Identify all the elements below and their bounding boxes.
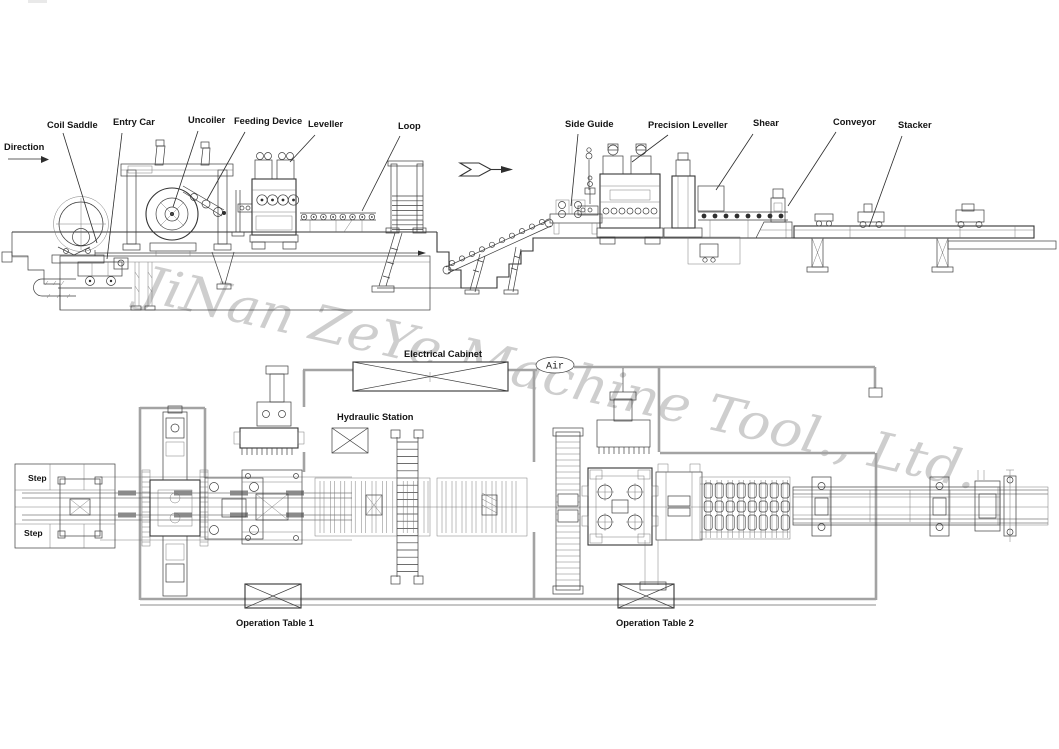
flow-arrow (457, 162, 513, 177)
svg-text:Uncoiler: Uncoiler (188, 115, 226, 125)
stacker-machine (793, 203, 1057, 273)
label-coil-saddle: Coil Saddle (47, 120, 98, 244)
leveller-plan (233, 365, 305, 545)
exit-conveyor-plan (699, 476, 791, 540)
label-stacker: Stacker (868, 120, 932, 228)
exit-conveyor (698, 188, 793, 239)
stacker-ticks (849, 226, 1016, 238)
exit-conveyor-rollers (701, 213, 784, 219)
ladder-walkway (390, 429, 424, 585)
operation-table-2: Operation Table 2 (616, 583, 694, 628)
incline-conveyor (442, 218, 554, 295)
svg-text:Leveller: Leveller (308, 119, 344, 129)
loop-tower-plates (392, 195, 423, 230)
walls (138, 365, 883, 606)
svg-text:Feeding Device: Feeding Device (234, 116, 302, 126)
label-leveller: Leveller (289, 119, 344, 163)
electrical-cabinet-label: Electrical Cabinet (404, 349, 482, 359)
rail-hatches (118, 490, 304, 518)
svg-text:Entry Car: Entry Car (113, 117, 155, 127)
entry-car-plan (59, 478, 101, 537)
svg-text:Side Guide: Side Guide (565, 119, 614, 129)
svg-text:Stacker: Stacker (898, 120, 932, 130)
operation-table-1-label: Operation Table 1 (236, 618, 314, 628)
loop-rollers (300, 213, 376, 221)
air-line: Air (535, 356, 624, 392)
label-loop: Loop (361, 121, 421, 212)
label-precision-leveller: Precision Leveller (631, 120, 728, 163)
stacker-plan (792, 469, 1049, 542)
loop-conveyor-plan (314, 477, 528, 537)
operation-table-2-label: Operation Table 2 (616, 618, 694, 628)
step-upper-label: Step (28, 473, 47, 483)
slat-section-exit (703, 480, 790, 538)
precision-leveller-rollers (602, 207, 658, 215)
direction-label: Direction (4, 142, 45, 152)
ladder-rungs (397, 441, 418, 572)
rail-table-edges (100, 476, 352, 541)
label-shear: Shear (715, 118, 779, 191)
plan-view: Electrical Cabinet Air Hydraulic Station… (14, 349, 1049, 628)
uncoiler-machine (120, 139, 234, 257)
hydraulic-station-label: Hydraulic Station (337, 412, 414, 422)
entry-car-machine (77, 257, 156, 311)
electrical-cabinet: Electrical Cabinet (352, 349, 509, 392)
uncoiler-comb-ticks (142, 471, 208, 543)
precision-leveller-machine (577, 143, 664, 245)
label-side-guide: Side Guide (565, 119, 614, 207)
direction-arrow-icon (41, 156, 49, 163)
svg-text:Conveyor: Conveyor (833, 117, 876, 127)
precision-drive-teeth (598, 447, 650, 454)
coil-car-plan (204, 477, 264, 540)
shear-plan (639, 463, 703, 591)
label-entry-car: Entry Car (106, 117, 155, 260)
loop-conveyor (300, 160, 427, 293)
step-lower-label: Step (24, 528, 43, 538)
svg-text:Coil Saddle: Coil Saddle (47, 120, 98, 130)
leveller-rollers (256, 194, 300, 206)
label-uncoiler: Uncoiler (172, 115, 226, 208)
label-conveyor: Conveyor (787, 117, 876, 207)
direction-indicator: Direction (4, 142, 49, 163)
incline-rollers (449, 219, 545, 266)
side-guide-machine (549, 175, 603, 235)
feeding-device-machine (182, 185, 245, 290)
slat-section-1 (319, 481, 429, 533)
leveller-machine (237, 152, 300, 250)
scan-artifact (28, 0, 47, 3)
operation-table-1: Operation Table 1 (236, 583, 314, 628)
svg-text:Loop: Loop (398, 121, 421, 131)
svg-text:Shear: Shear (753, 118, 779, 128)
svg-text:Precision Leveller: Precision Leveller (648, 120, 728, 130)
precision-leveller-plan (581, 391, 659, 546)
leveller-drive-teeth (241, 448, 293, 455)
uncoiler-plan (141, 405, 209, 597)
side-guide-shear-plan (552, 427, 584, 595)
step-platform: Step Step (14, 463, 116, 549)
top-view-labels: Coil Saddle Entry Car Uncoiler Feeding D… (47, 115, 932, 260)
stacker-plan-ticks (829, 490, 951, 522)
entry-rails (22, 476, 352, 540)
label-feeding-device: Feeding Device (206, 116, 302, 201)
shear-machine (663, 152, 741, 265)
top-view: Direction Coil Saddle Entry Car Uncoiler… (1, 115, 1057, 311)
precision-leveller-screws (596, 483, 644, 531)
hydraulic-station: Hydraulic Station (331, 412, 414, 454)
air-label: Air (546, 361, 564, 373)
